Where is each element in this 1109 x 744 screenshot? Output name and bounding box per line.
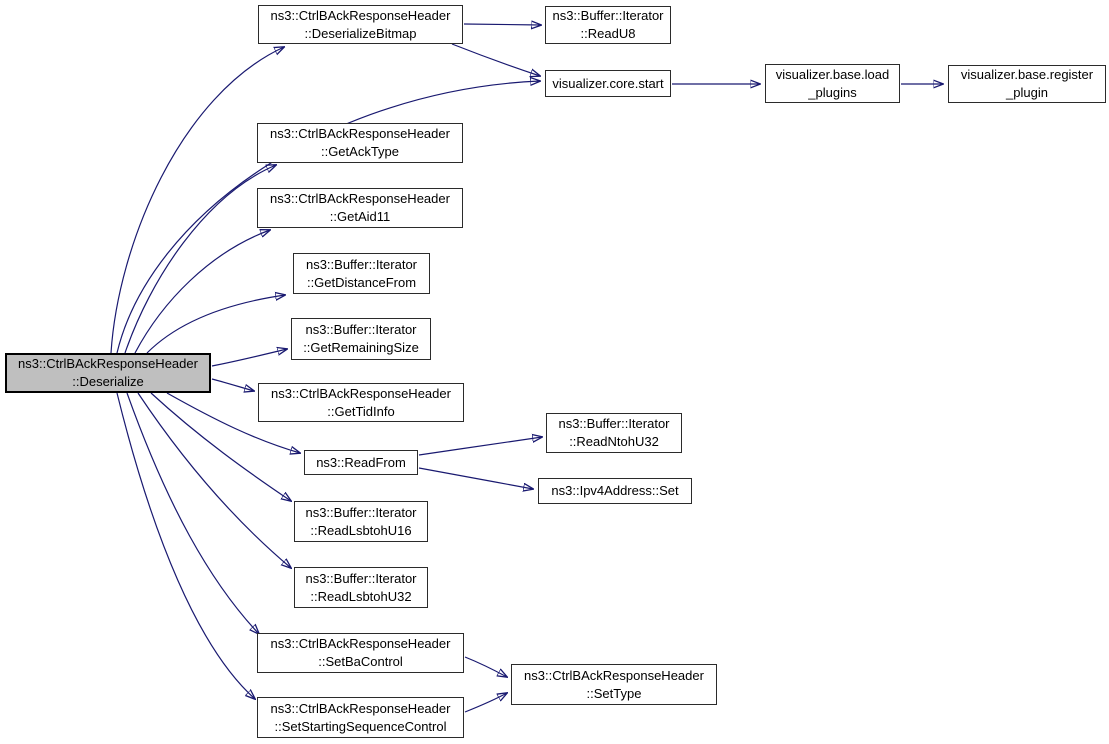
node-label: ns3::Buffer::Iterator — [305, 504, 417, 520]
node-label: _plugins — [808, 84, 857, 100]
node-read-ntoh-u32[interactable]: ns3::Buffer::Iterator ::ReadNtohU32 — [546, 413, 682, 453]
node-get-aid11[interactable]: ns3::CtrlBAckResponseHeader ::GetAid11 — [257, 188, 463, 228]
node-set-ba-control[interactable]: ns3::CtrlBAckResponseHeader ::SetBaContr… — [257, 633, 464, 673]
node-label: ::Deserialize — [72, 374, 144, 389]
node-label: ::GetDistanceFrom — [306, 274, 417, 290]
edge-deserialize-bitmap-to-read-u8 — [463, 24, 541, 25]
node-label: ::GetAckType — [320, 144, 400, 159]
edge-deserialize-to-get-distance-from — [146, 295, 285, 354]
node-visualizer-base-load-plugins[interactable]: visualizer.base.load _plugins — [765, 64, 900, 103]
node-label: ::ReadU8 — [580, 26, 636, 41]
node-read-lsbtoh-u32[interactable]: ns3::Buffer::Iterator ::ReadLsbtohU32 — [294, 567, 428, 608]
edge-deserialize-to-set-starting-sequence-control — [116, 392, 255, 699]
node-label: ns3::Buffer::Iterator — [552, 8, 664, 23]
node-label: ::SetStartingSequenceControl — [274, 718, 447, 734]
node-label: ::ReadLsbtohU32 — [310, 588, 412, 604]
edge-deserialize-to-get-tid-info — [211, 378, 254, 391]
node-label: ::GetTidInfo — [327, 403, 395, 419]
node-visualizer-base-register-plugin[interactable]: visualizer.base.register _plugin — [948, 65, 1106, 103]
node-label: ::SetBaControl — [318, 654, 403, 669]
edge-read-from-to-read-ntoh-u32 — [418, 437, 542, 456]
node-label: ns3::CtrlBAckResponseHeader — [270, 126, 450, 141]
node-label: ns3::CtrlBAckResponseHeader — [270, 7, 451, 23]
node-read-lsbtoh-u16[interactable]: ns3::Buffer::Iterator ::ReadLsbtohU16 — [294, 501, 428, 542]
node-label: ::DeserializeBitmap — [304, 25, 417, 41]
edge-set-starting-sequence-control-to-set-type — [464, 693, 507, 713]
node-label: _plugin — [1006, 85, 1048, 100]
edge-deserialize-to-get-ack-type — [124, 165, 276, 354]
node-label: ns3::Buffer::Iterator — [558, 416, 670, 431]
edge-read-from-to-ipv4-address-set — [418, 467, 533, 489]
node-label: ns3::CtrlBAckResponseHeader — [524, 667, 704, 683]
node-label: ::GetAid11 — [329, 209, 391, 224]
node-label: ::ReadLsbtohU16 — [310, 522, 412, 538]
edge-set-ba-control-to-set-type — [464, 656, 507, 677]
edge-deserialize-to-read-from — [166, 392, 300, 453]
node-set-type[interactable]: ns3::CtrlBAckResponseHeader ::SetType — [511, 664, 717, 705]
node-get-remaining-size[interactable]: ns3::Buffer::Iterator ::GetRemainingSize — [291, 318, 431, 360]
node-label: ::ReadNtohU32 — [569, 434, 659, 449]
node-set-starting-sequence-control[interactable]: ns3::CtrlBAckResponseHeader ::SetStartin… — [257, 697, 464, 738]
node-label: ns3::Ipv4Address::Set — [551, 483, 679, 498]
node-label: ::SetType — [586, 685, 642, 701]
node-label: ns3::CtrlBAckResponseHeader — [270, 636, 451, 651]
edge-deserialize-to-deserialize-bitmap — [110, 47, 284, 354]
node-label: visualizer.core.start — [552, 75, 664, 91]
node-deserialize-bitmap[interactable]: ns3::CtrlBAckResponseHeader ::Deserializ… — [258, 5, 463, 44]
edge-deserialize-to-get-remaining-size — [211, 349, 287, 367]
node-label: ::GetRemainingSize — [303, 340, 419, 355]
node-label: ns3::CtrlBAckResponseHeader — [270, 700, 451, 716]
edge-deserialize-to-read-lsbtoh-u32 — [137, 392, 291, 568]
edge-deserialize-bitmap-to-visualizer-core-start — [451, 43, 540, 76]
node-label: ns3::Buffer::Iterator — [305, 256, 418, 272]
edge-deserialize-to-set-ba-control — [126, 392, 259, 634]
node-label: ns3::Buffer::Iterator — [305, 322, 417, 337]
edge-deserialize-to-get-aid11 — [134, 230, 270, 354]
node-ipv4-address-set[interactable]: ns3::Ipv4Address::Set — [538, 478, 692, 504]
node-label: visualizer.base.load — [775, 66, 890, 82]
node-label: ns3::CtrlBAckResponseHeader — [271, 385, 451, 401]
node-label: ns3::CtrlBAckResponseHeader — [270, 191, 450, 206]
node-label: ns3::Buffer::Iterator — [305, 570, 417, 586]
edge-deserialize-to-read-lsbtoh-u16 — [150, 392, 291, 501]
node-get-tid-info[interactable]: ns3::CtrlBAckResponseHeader ::GetTidInfo — [258, 383, 464, 422]
node-read-from[interactable]: ns3::ReadFrom — [304, 450, 418, 475]
edge-deserialize-to-visualizer-core-start — [116, 81, 540, 354]
node-deserialize[interactable]: ns3::CtrlBAckResponseHeader ::Deserializ… — [5, 353, 211, 393]
node-get-ack-type[interactable]: ns3::CtrlBAckResponseHeader ::GetAckType — [257, 123, 463, 163]
node-read-u8[interactable]: ns3::Buffer::Iterator ::ReadU8 — [545, 6, 671, 44]
node-get-distance-from[interactable]: ns3::Buffer::Iterator ::GetDistanceFrom — [293, 253, 430, 294]
node-label: ns3::ReadFrom — [316, 454, 406, 470]
node-label: ns3::CtrlBAckResponseHeader — [18, 356, 198, 371]
node-visualizer-core-start[interactable]: visualizer.core.start — [545, 70, 671, 97]
node-label: visualizer.base.register — [960, 67, 1094, 82]
